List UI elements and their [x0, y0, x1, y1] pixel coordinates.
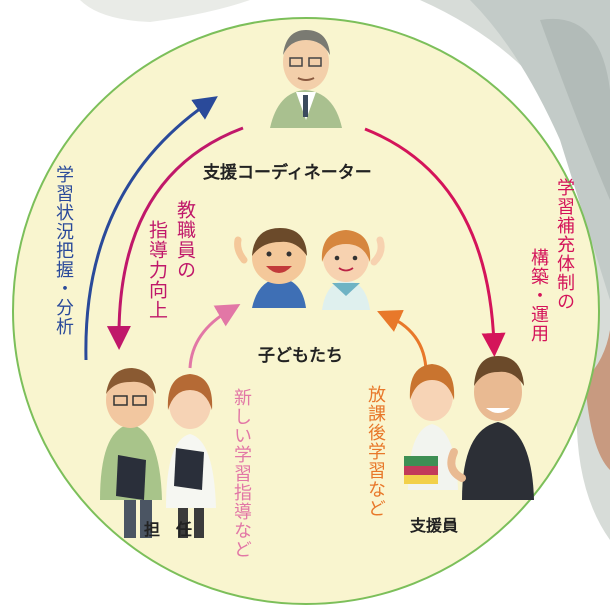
children-figure: [234, 228, 385, 310]
flow-label-coordinator-to-teacher-line2: 指導力向上: [146, 220, 168, 320]
flow-label-teacher-to-coordinator: 学習状況把握・分析: [53, 165, 74, 336]
coordinator-label: 支援コーディネーター: [203, 163, 372, 183]
coordinator-figure: [270, 30, 342, 128]
homeroom-teachers-figure: [100, 368, 216, 538]
homeroom-label: 担 任: [144, 520, 193, 539]
arrow-teacher-to-children: [188, 303, 241, 369]
flow-label-coordinator-to-supporter-line2: 構築・運用: [528, 248, 549, 343]
arrow-teacher-to-coordinator: [84, 96, 218, 361]
flow-label-coordinator-to-supporter-line1: 学習補充体制の: [554, 178, 575, 311]
flow-label-supporter-to-children: 放課後学習など: [365, 385, 386, 518]
flow-label-teacher-to-children: 新しい学習指導など: [231, 388, 252, 559]
arrow-coordinator-to-teacher: [106, 126, 244, 350]
flow-label-coordinator-to-teacher-line1: 教職員の: [174, 200, 196, 280]
supporter-label: 支援員: [410, 516, 459, 535]
supporters-figure: [404, 356, 534, 500]
background-photo-corners: [80, 0, 610, 540]
children-label: 子どもたち: [258, 346, 343, 366]
arrow-coordinator-to-supporter: [364, 127, 506, 357]
